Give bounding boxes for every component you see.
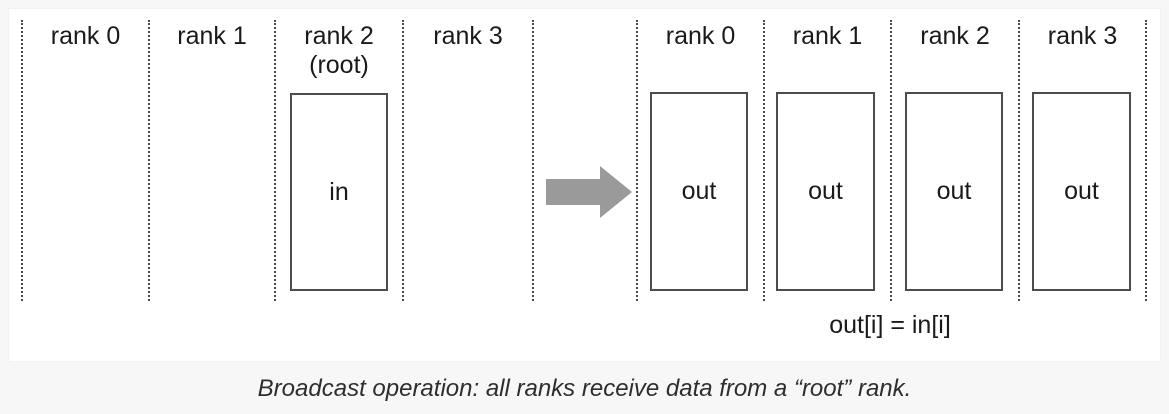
- source-rank-label-2-root: rank 2 (root): [304, 22, 374, 79]
- output-buffer-box-0: out: [650, 92, 748, 291]
- rank-divider: [890, 20, 892, 301]
- rank-divider: [636, 20, 638, 301]
- source-rank-label-0: rank 0: [50, 22, 121, 50]
- source-rank-label-3: rank 3: [433, 22, 503, 50]
- formula-text: out[i] = in[i]: [829, 311, 951, 339]
- rank-divider: [148, 20, 150, 301]
- dest-rank-label-0: rank 0: [665, 22, 736, 50]
- dest-rank-label-2: rank 2: [920, 22, 990, 50]
- right-block-arrow-icon: [546, 166, 632, 218]
- rank-divider: [21, 20, 23, 301]
- dest-rank-label-1: rank 1: [792, 22, 863, 50]
- dest-rank-label-3: rank 3: [1047, 22, 1118, 50]
- rank-divider: [1018, 20, 1020, 301]
- rank-divider: [763, 20, 765, 301]
- rank-divider: [274, 20, 276, 301]
- output-buffer-box-1: out: [776, 92, 875, 291]
- figure-caption: Broadcast operation: all ranks receive d…: [0, 364, 1169, 414]
- rank-divider: [1145, 20, 1147, 301]
- input-buffer-box: in: [290, 93, 388, 291]
- output-buffer-box-2: out: [905, 92, 1003, 291]
- output-buffer-box-3: out: [1032, 92, 1131, 291]
- rank-divider: [532, 20, 534, 301]
- rank-divider: [402, 20, 404, 301]
- source-rank-label-1: rank 1: [177, 22, 247, 50]
